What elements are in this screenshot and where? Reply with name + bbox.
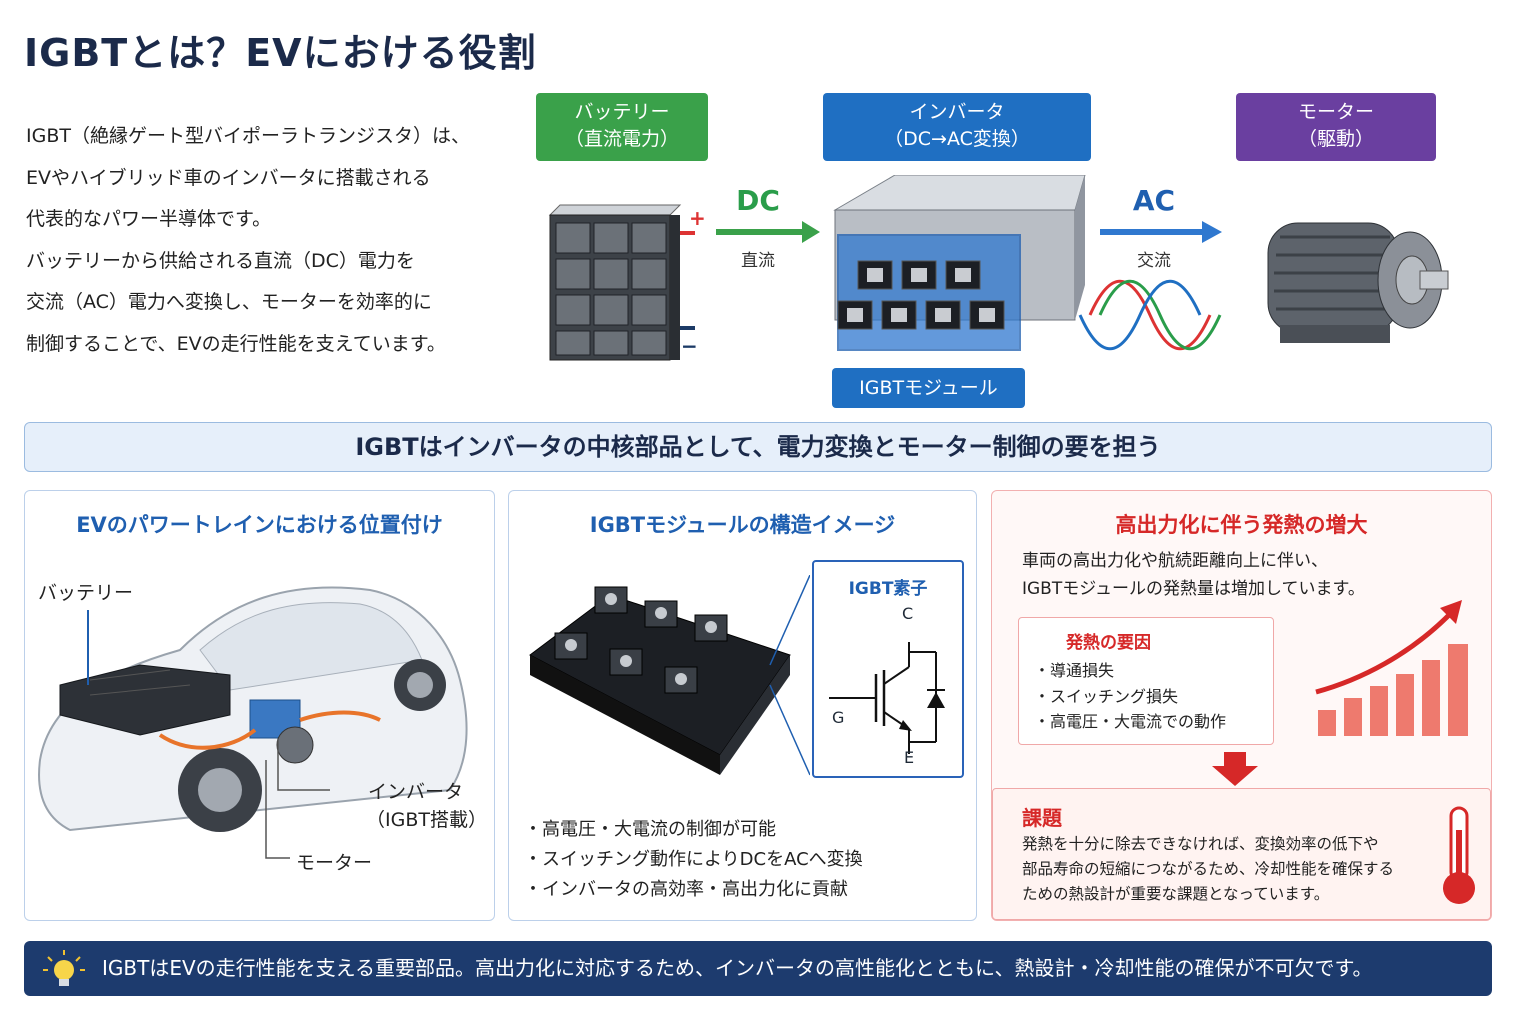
list-item: ・導通損失: [1034, 661, 1115, 680]
battery-tag-title: バッテリー: [574, 101, 670, 123]
igbt-element-title: IGBT素子: [848, 579, 928, 599]
igbt-module-tag: IGBTモジュール: [832, 368, 1025, 408]
thermometer-icon: [1443, 806, 1475, 904]
inverter-tag-title: インバータ: [909, 101, 1005, 123]
ac-wave-icon: [1078, 280, 1222, 350]
igbt-symbol-icon: [829, 642, 945, 754]
summary-footer: IGBTはEVの走行性能を支える重要部品。高出力化に対応するため、インバータの高…: [24, 941, 1492, 996]
inverter-tag: インバータ （DC→AC変換）: [823, 93, 1091, 161]
heat-description-line: 車両の高出力化や航続距離向上に伴い、: [1022, 551, 1328, 571]
pin-g-label: G: [832, 708, 845, 727]
dc-arrow-head: [802, 221, 820, 243]
battery-tag-sub: （直流電力）: [564, 128, 679, 150]
motor-tag: モーター （駆動）: [1236, 93, 1436, 161]
ac-arrow-head: [1202, 221, 1222, 243]
issue-text-line: ための熱設計が重要な課題となっています。: [1022, 885, 1330, 903]
ac-sub-label: 交流: [1137, 251, 1171, 271]
car-battery-icon: [59, 664, 231, 736]
battery-tag: バッテリー （直流電力）: [536, 93, 708, 161]
intro-line: 制御することで、EVの走行性能を支えています。: [26, 332, 446, 355]
ac-label: AC: [1132, 184, 1176, 217]
list-item: ・高電圧・大電流での動作: [1034, 712, 1227, 731]
plus-sign: +: [689, 206, 706, 230]
battery-pack-icon: [548, 204, 695, 361]
intro-line: 代表的なパワー半導体です。: [26, 208, 272, 230]
flow-illustration: + −: [548, 175, 1449, 361]
minus-sign: −: [681, 334, 698, 358]
heat-cause-list: ・導通損失 ・スイッチング損失 ・高電圧・大電流での動作: [1034, 658, 1226, 735]
issue-box: [992, 788, 1491, 920]
motor-tag-title: モーター: [1297, 101, 1374, 123]
intro-line: バッテリーから供給される直流（DC）電力を: [26, 249, 415, 272]
intro-text: IGBT（絶縁ゲート型バイポーラトランジスタ）は、 EVやハイブリッド車のインバ…: [26, 116, 506, 365]
key-message-banner: IGBTはインバータの中核部品として、電力変換とモーター制御の要を担う: [24, 422, 1492, 472]
module-structure-panel-title: IGBTモジュールの構造イメージ: [589, 513, 896, 537]
list-item: ・インバータの高効率・高出力化に貢献: [524, 879, 848, 900]
inverter-tag-sub: （DC→AC変換）: [884, 128, 1030, 150]
motor-icon: [1267, 222, 1449, 343]
heat-description-line: IGBTモジュールの発熱量は増加しています。: [1022, 579, 1365, 599]
igbt-module-illustration: [529, 575, 810, 776]
motor-tag-sub: （駆動）: [1297, 128, 1374, 150]
car-motor-label: モーター: [296, 852, 373, 874]
issue-text-line: 部品寿命の短縮につながるため、冷却性能を確保する: [1022, 860, 1395, 878]
lightbulb-icon: [43, 950, 85, 986]
car-inverter-sub-label: （IGBT搭載）: [366, 809, 487, 831]
dc-label: DC: [736, 184, 780, 217]
down-arrow-icon: [1212, 752, 1258, 786]
list-item: ・スイッチング損失: [1034, 686, 1179, 706]
list-item: ・高電圧・大電流の制御が可能: [524, 819, 776, 840]
heat-cause-title: 発熱の要因: [1066, 633, 1151, 653]
heat-description: 車両の高出力化や航続距離向上に伴い、 IGBTモジュールの発熱量は増加しています…: [1022, 547, 1365, 603]
intro-line: 交流（AC）電力へ変換し、モーターを効率的に: [26, 291, 432, 313]
car-illustration: [38, 586, 468, 859]
dc-sub-label: 直流: [741, 251, 775, 271]
issue-text-line: 発熱を十分に除去できなければ、変換効率の低下や: [1022, 835, 1379, 853]
page-title: IGBTとは？EVにおける役割: [24, 31, 537, 75]
intro-line: IGBT（絶縁ゲート型バイポーラトランジスタ）は、: [26, 125, 470, 147]
intro-line: EVやハイブリッド車のインバータに搭載される: [26, 166, 431, 189]
heat-cause-box: [1018, 617, 1274, 745]
module-feature-list: ・高電圧・大電流の制御が可能 ・スイッチング動作によりDCをACへ変換 ・インバ…: [524, 815, 863, 905]
list-item: ・スイッチング動作によりDCをACへ変換: [524, 849, 863, 870]
issue-title: 課題: [1022, 806, 1062, 830]
heat-panel-title: 高出力化に伴う発熱の増大: [1115, 513, 1368, 537]
car-inverter-icon: [249, 699, 314, 764]
car-battery-label: バッテリー: [38, 582, 134, 604]
pin-e-label: E: [904, 748, 915, 767]
pin-c-label: C: [902, 604, 914, 623]
inverter-icon: [833, 175, 1086, 351]
rising-bars-icon: [1315, 600, 1468, 736]
issue-text: 発熱を十分に除去できなければ、変換効率の低下や 部品寿命の短縮につながるため、冷…: [1022, 832, 1394, 907]
igbt-element-box: IGBT素子 C G E: [812, 560, 964, 778]
car-inverter-label: インバータ: [368, 781, 464, 803]
powertrain-panel-title: EVのパワートレインにおける位置付け: [76, 513, 443, 537]
